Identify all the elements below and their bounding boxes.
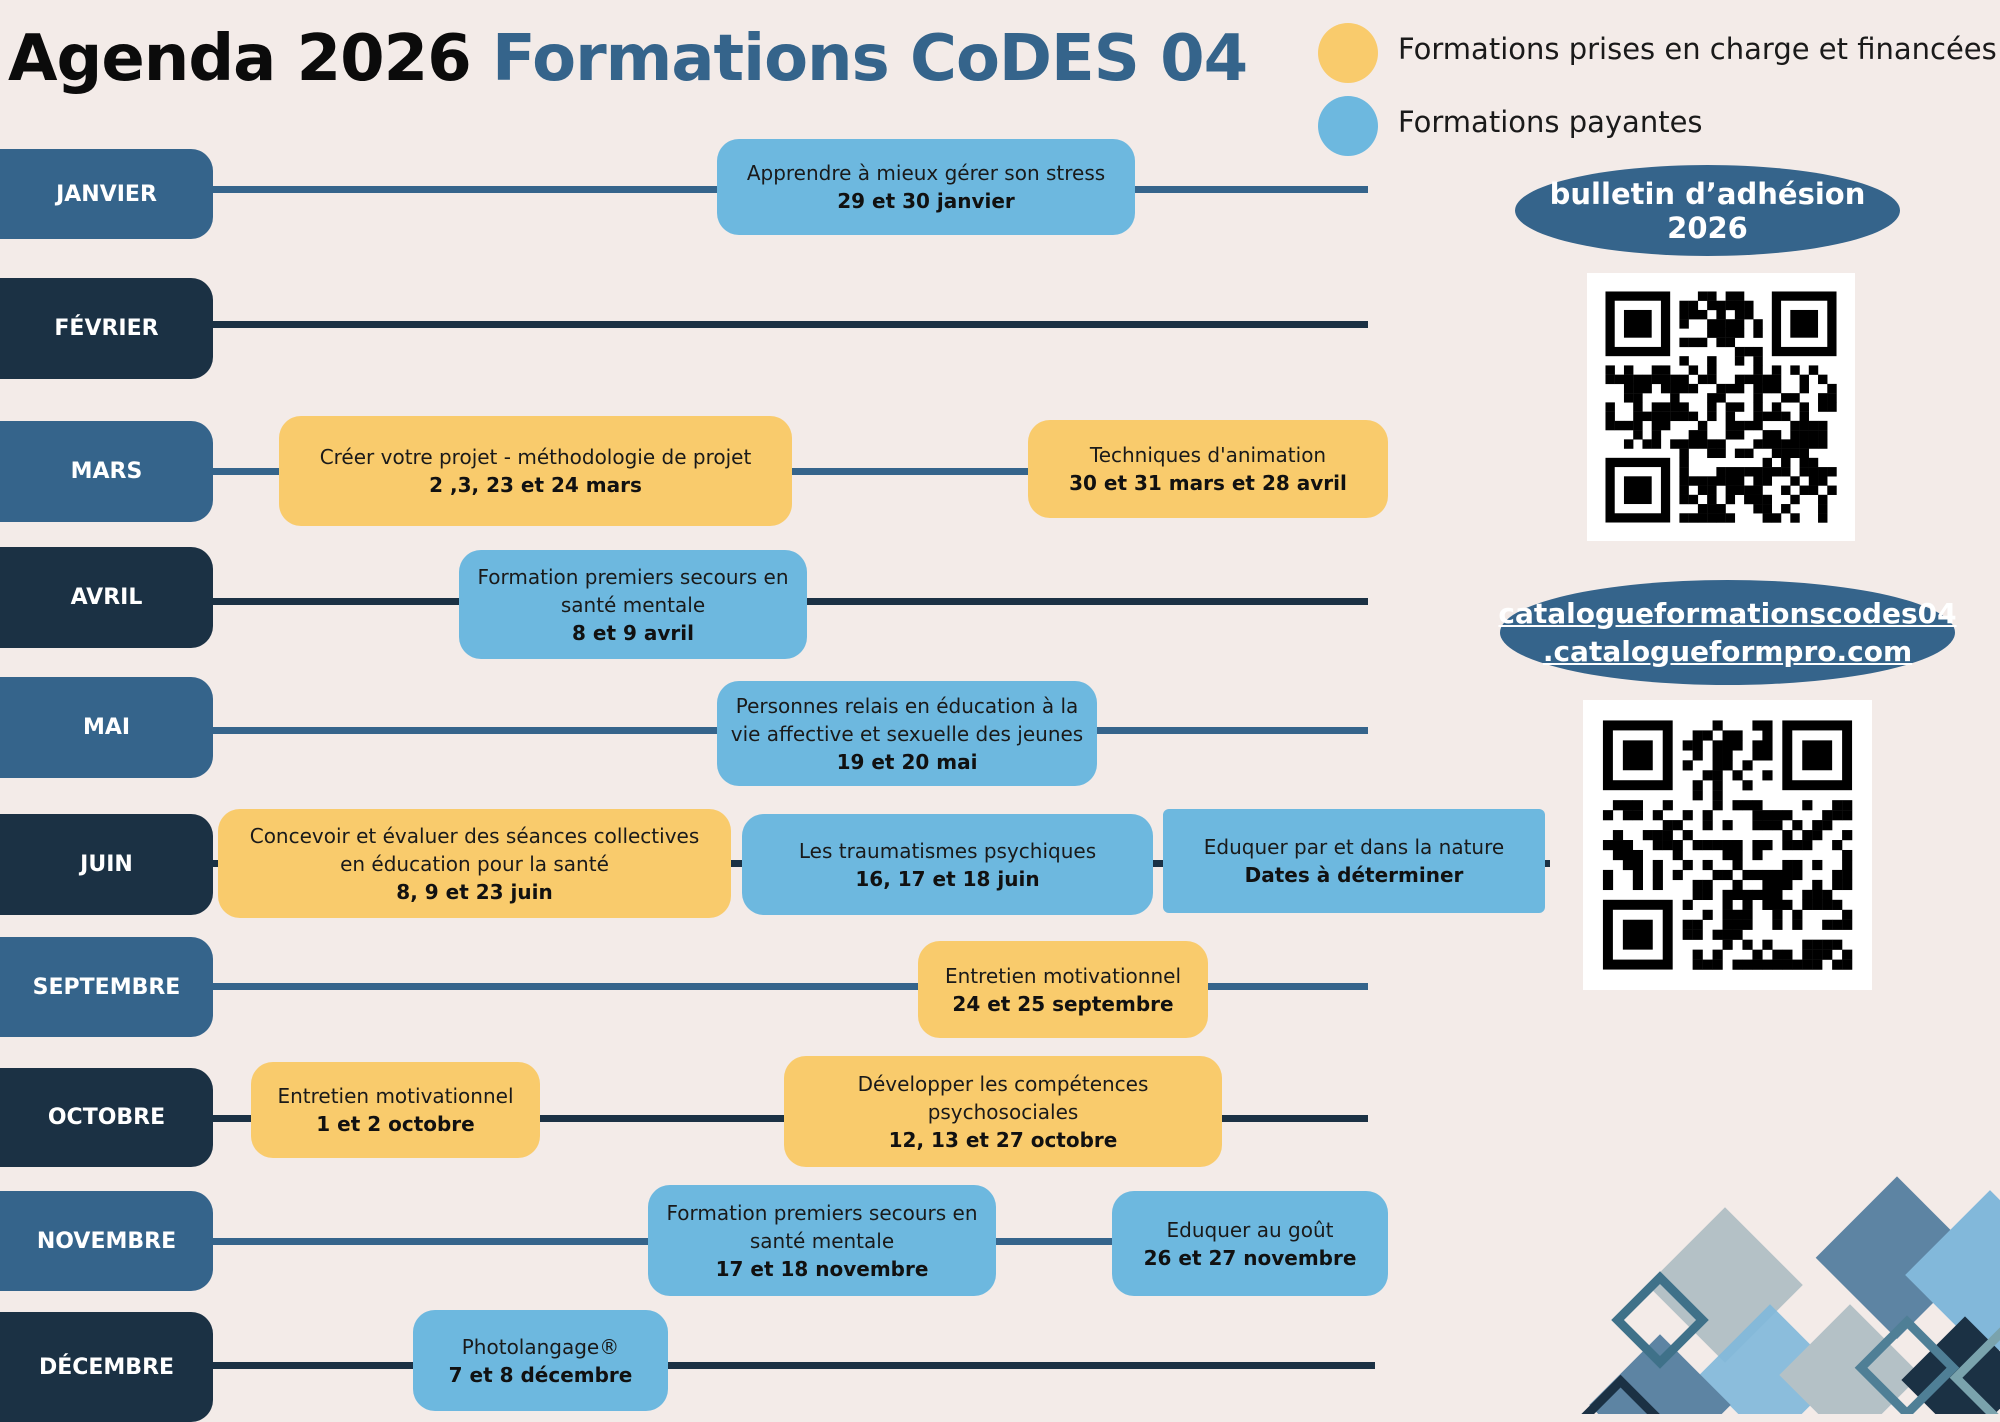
diamond-shapes [1571, 1176, 2000, 1414]
month-decembre: DÉCEMBRE [0, 1312, 213, 1422]
page-title: Agenda 2026 Formations CoDES 04 [8, 22, 1248, 96]
legend-financee-label: Formations prises en charge et financées [1398, 32, 1997, 66]
month-mai: MAI [0, 677, 213, 778]
bulletin-adhesion-button[interactable]: bulletin d’adhésion 2026 [1515, 165, 1900, 256]
month-avril: AVRIL [0, 547, 213, 648]
event-card[interactable]: Photolangage®7 et 8 décembre [413, 1310, 668, 1411]
month-juin: JUIN [0, 814, 213, 915]
decorative-diamonds [1571, 1176, 2000, 1414]
month-mars: MARS [0, 421, 213, 522]
month-novembre: NOVEMBRE [0, 1191, 213, 1291]
qr-code-catalogue [1583, 700, 1872, 990]
legend-payante-label: Formations payantes [1398, 105, 1703, 139]
month-fevrier: FÉVRIER [0, 278, 213, 379]
timeline-line [200, 1362, 1375, 1369]
catalogue-link-oval: catalogueformationscodes04 .catalogueform… [1498, 580, 1957, 685]
event-card[interactable]: Concevoir et évaluer des séances collect… [218, 809, 731, 918]
month-janvier: JANVIER [0, 149, 213, 239]
month-octobre: OCTOBRE [0, 1068, 213, 1167]
event-card[interactable]: Créer votre projet - méthodologie de pro… [279, 416, 792, 526]
catalogue-link-line2[interactable]: .catalogueformpro.com [1542, 634, 1913, 668]
timeline-line [200, 983, 1368, 990]
month-septembre: SEPTEMBRE [0, 937, 213, 1037]
catalogue-link-line1[interactable]: catalogueformationscodes04 [1498, 596, 1957, 630]
legend-blue-dot-icon [1318, 96, 1378, 156]
legend-yellow-dot-icon [1318, 23, 1378, 83]
timeline-line [200, 321, 1368, 328]
qr-code-bulletin [1587, 273, 1855, 541]
